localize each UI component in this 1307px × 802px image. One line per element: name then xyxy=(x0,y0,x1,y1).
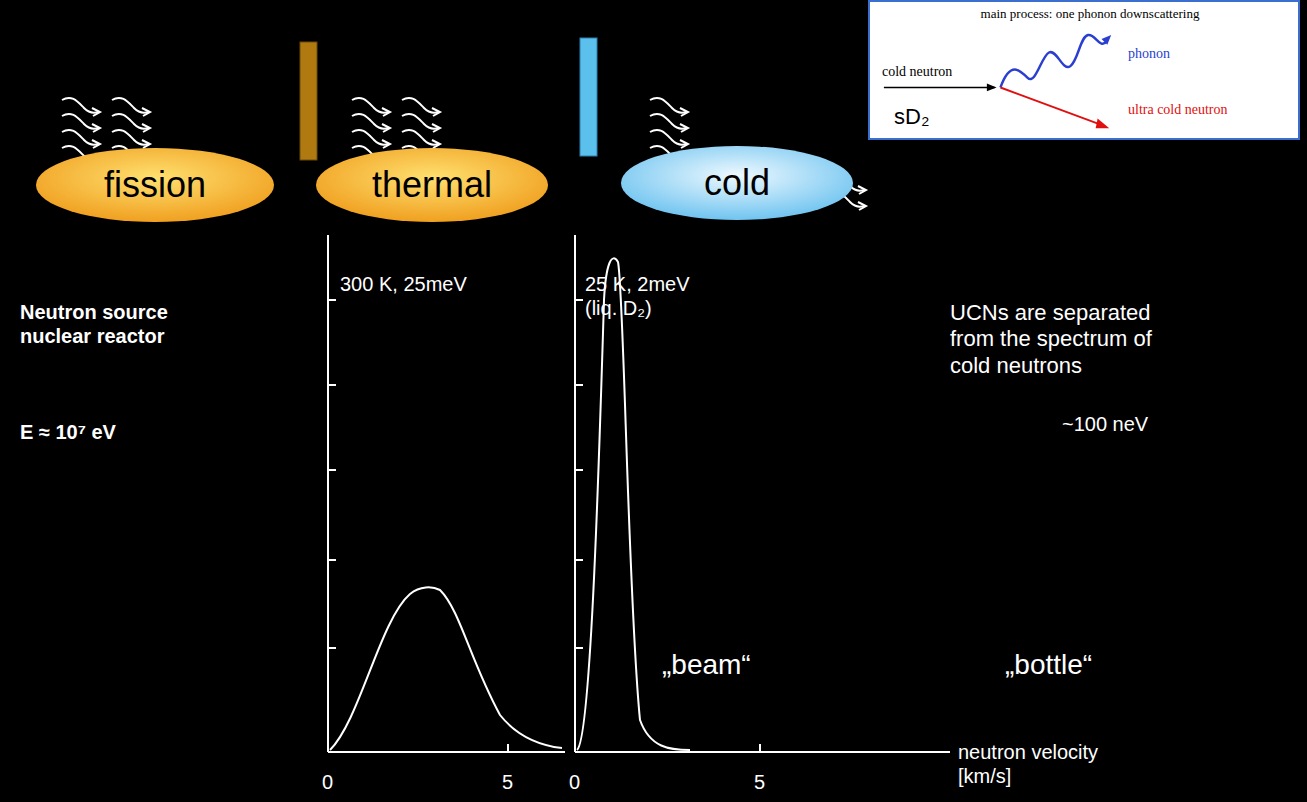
cold-ellipse: cold xyxy=(620,145,854,221)
spectrum-label: 25 K, 2meV (liq. D₂) xyxy=(585,272,713,320)
inset-panel: main process: one phonon downscattering c… xyxy=(868,0,1300,140)
fission-ellipse: fission xyxy=(35,147,275,223)
mode-label: „beam“ xyxy=(662,648,751,682)
material-label: sD₂ xyxy=(894,104,929,130)
inset-title: main process: one phonon downscattering xyxy=(960,6,1220,22)
thermal-ellipse: thermal xyxy=(315,147,549,223)
axis-title: neutron velocity [km/s] xyxy=(958,740,1128,788)
particle-label: cold neutron xyxy=(882,64,952,80)
node-title: cold xyxy=(704,162,770,204)
energy-label: ~100 neV xyxy=(1062,412,1148,436)
particle-label: ultra cold neutron xyxy=(1128,102,1228,118)
tick-number: 5 xyxy=(502,770,513,794)
particle-label: phonon xyxy=(1128,46,1170,62)
energy-label: E ≈ 10⁷ eV xyxy=(20,420,116,444)
spectrum-label: 300 K, 25meV xyxy=(340,272,467,296)
mode-label: „bottle“ xyxy=(1005,648,1092,682)
node-title: thermal xyxy=(372,164,492,206)
node-title: fission xyxy=(104,164,206,206)
note-text: UCNs are separated from the spectrum of … xyxy=(950,300,1190,379)
source-label: Neutron source nuclear reactor xyxy=(20,300,220,348)
tick-number: 5 xyxy=(754,770,765,794)
tick-number: 0 xyxy=(322,770,333,794)
tick-number: 0 xyxy=(569,770,580,794)
